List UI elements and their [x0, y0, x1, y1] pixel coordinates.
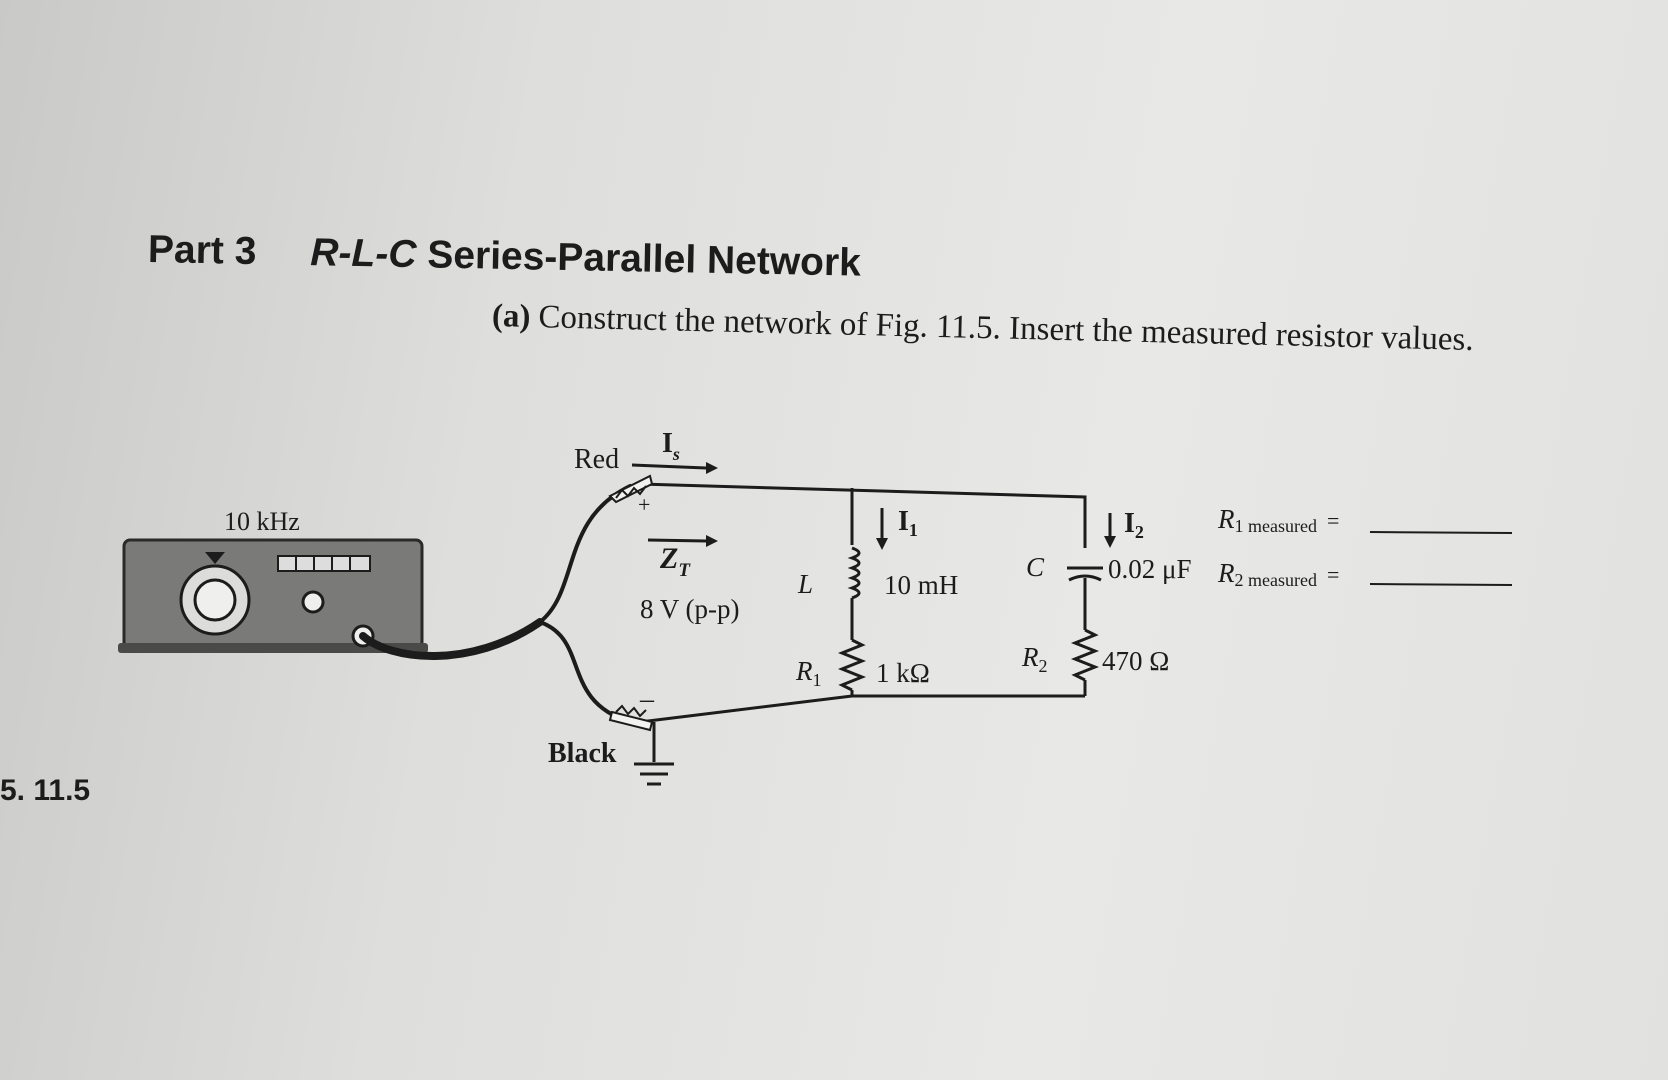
figure-label: 5. 11.5 [0, 774, 91, 807]
resistor1-symbol: R1 [795, 656, 822, 690]
bottom-wire [639, 694, 1085, 724]
black-lead [538, 620, 632, 724]
coax-lead [359, 618, 544, 660]
inductor-current-label: I1 [898, 506, 918, 540]
ground-symbol [634, 762, 674, 786]
resistor2-zigzag [1070, 628, 1100, 682]
is-arrowhead [706, 462, 718, 474]
r1-measured-label: R1 measured= [1217, 504, 1339, 536]
i2-arrowhead [1104, 536, 1116, 548]
red-lead-label: Red [574, 444, 619, 475]
resistor2-symbol: R2 [1021, 642, 1048, 676]
minus-sign: – [639, 684, 655, 715]
red-lead [538, 484, 632, 624]
zt-arrow [647, 538, 707, 543]
resistor2-value: 470 Ω [1102, 646, 1169, 676]
is-arrow [631, 463, 707, 470]
test-leads [359, 484, 632, 724]
zt-arrowhead [706, 535, 718, 547]
capacitor-symbol: C [1026, 552, 1045, 582]
capacitor-current-label: I2 [1124, 508, 1144, 542]
inductor-coil [847, 546, 861, 600]
resistor1-zigzag [837, 638, 867, 692]
black-lead-label: Black [548, 738, 617, 769]
dial-pointer-icon [205, 552, 225, 564]
plus-sign: + [638, 492, 650, 517]
generator-frequency-label: 10 kHz [224, 507, 300, 536]
capacitor-bottom-plate [1068, 574, 1102, 582]
function-generator [118, 538, 428, 653]
r2-measured-line [1369, 583, 1513, 586]
generator-display [277, 555, 371, 572]
top-wire [639, 482, 1087, 548]
red-clip-icon [608, 474, 654, 504]
resistor1-value: 1 kΩ [876, 658, 930, 688]
r2-measured-label: R2 measured= [1217, 558, 1339, 590]
total-impedance-label: ZT [659, 542, 691, 581]
inductor-value: 10 mH [884, 570, 958, 600]
r1-measured-line [1369, 531, 1513, 534]
inductor-symbol: L [797, 569, 813, 599]
generator-base [118, 643, 428, 653]
generator-knob [301, 590, 325, 614]
i1-arrowhead [876, 538, 888, 550]
capacitor-value: 0.02 μF [1108, 554, 1192, 584]
generator-body [122, 538, 424, 650]
black-clip-icon [608, 704, 654, 732]
source-voltage-label: 8 V (p-p) [640, 594, 740, 624]
source-current-label: Is [662, 428, 680, 464]
